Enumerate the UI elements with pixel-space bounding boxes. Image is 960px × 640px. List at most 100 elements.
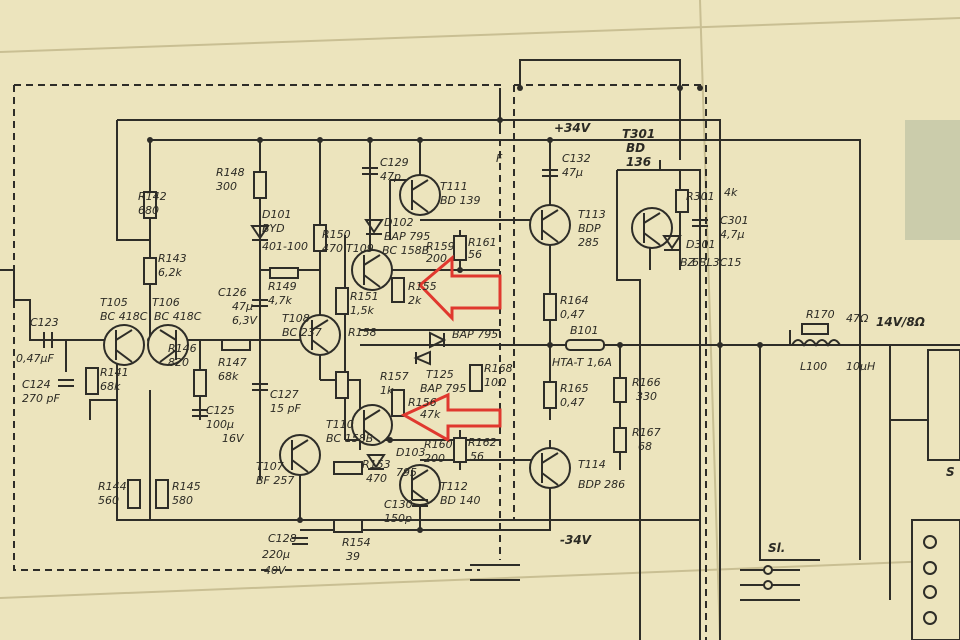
label-t105-1: BC 418C bbox=[100, 310, 148, 323]
label-d301-2: 6BL3C15 bbox=[692, 256, 741, 269]
label-c126-1: 47μ bbox=[232, 300, 253, 313]
speaker-label: S bbox=[946, 465, 955, 479]
label-r156-1: 47k bbox=[420, 408, 441, 421]
label-r156-0: R156 bbox=[408, 396, 437, 409]
label-r167-0: R167 bbox=[632, 426, 661, 439]
label-l100-0: L100 bbox=[800, 360, 827, 373]
label-r301-1: 4k bbox=[724, 186, 738, 199]
label-r143-1: 6,2k bbox=[158, 266, 182, 279]
label-c129-0: C129 bbox=[380, 156, 409, 169]
label-c125-2: 16V bbox=[222, 432, 245, 445]
paper-stain bbox=[905, 120, 960, 240]
label-r153-1: 470 bbox=[366, 472, 387, 485]
label-r159-1: 200 bbox=[426, 252, 447, 265]
label-t110-1: BC 158B bbox=[326, 432, 373, 445]
label-r145-0: R145 bbox=[172, 480, 201, 493]
label-d103-0: D103 bbox=[396, 446, 425, 459]
label-t114-0: T114 bbox=[578, 458, 606, 471]
label-r166-1: 330 bbox=[636, 390, 657, 403]
label-c125-1: 100μ bbox=[206, 418, 234, 431]
label-r141-1: 68k bbox=[100, 380, 121, 393]
fuse-and-inductor bbox=[565, 339, 841, 351]
label-c129-1: 47p bbox=[380, 170, 401, 183]
label-r161-1: 56 bbox=[468, 248, 482, 261]
label-r162-0: R162 bbox=[468, 436, 497, 449]
label-d102-1: BAP 795 bbox=[384, 230, 430, 243]
label-t108-1: BC 237 bbox=[282, 326, 322, 339]
label-d301-1: BZ bbox=[680, 256, 696, 269]
label-r170-1: 47Ω bbox=[846, 312, 869, 325]
label-c301-0: C301 bbox=[720, 214, 749, 227]
label-c124-1: 270 pF bbox=[22, 392, 60, 405]
label-c128-1: 220μ bbox=[262, 548, 290, 561]
label-r155-0: R155 bbox=[408, 280, 437, 293]
label-output-tag: 14V/8Ω bbox=[876, 315, 925, 329]
label-r157-1: 1k bbox=[380, 384, 394, 397]
label-t125-1: BAP 795 bbox=[420, 382, 466, 395]
label-b101-1: HTA-T 1,6A bbox=[552, 356, 612, 369]
label-t114-1: BDP 286 bbox=[578, 478, 625, 491]
label-c301-1: 4,7μ bbox=[720, 228, 745, 241]
label-t111-0: T111 bbox=[440, 180, 468, 193]
label-t301-1: BD bbox=[626, 141, 645, 155]
label-t113-0: T113 bbox=[578, 208, 606, 221]
label-d101-1: BYD bbox=[262, 222, 285, 235]
label-r141-0: R141 bbox=[100, 366, 129, 379]
label-r160-1: 200 bbox=[424, 452, 445, 465]
label-t301-2: 136 bbox=[626, 155, 651, 169]
label-c126-2: 6,3V bbox=[232, 314, 258, 327]
label-r150-1: 470 bbox=[322, 242, 343, 255]
label-t109-1: BC 158B bbox=[382, 244, 429, 257]
label-r144-1: 560 bbox=[98, 494, 119, 507]
label-c127-1: 15 pF bbox=[270, 402, 301, 415]
arrow-upper bbox=[417, 254, 502, 322]
transistors bbox=[103, 174, 673, 506]
transistor-t110 bbox=[351, 404, 393, 446]
label-r154-0: R154 bbox=[342, 536, 371, 549]
label-r161-0: R161 bbox=[468, 236, 497, 249]
label-r143-0: R143 bbox=[158, 252, 187, 265]
label-r166-0: R166 bbox=[632, 376, 661, 389]
label-c124-0: C124 bbox=[22, 378, 51, 391]
resistors bbox=[85, 171, 829, 533]
label-r151-1: 1,5k bbox=[350, 304, 374, 317]
label-l100-1: 10μH bbox=[846, 360, 875, 373]
arrow-lower bbox=[400, 392, 502, 443]
label-t113-1: BDP bbox=[578, 222, 601, 235]
highlight-arrows bbox=[400, 254, 502, 443]
label-d103-1: 795 bbox=[396, 466, 417, 479]
label-r167-1: 68 bbox=[638, 440, 652, 453]
transistor-t108 bbox=[299, 314, 341, 356]
label-c127-0: C127 bbox=[270, 388, 299, 401]
transistor-t109 bbox=[351, 249, 393, 291]
label-r148-1: 300 bbox=[216, 180, 237, 193]
label-t112-1: BD 140 bbox=[440, 494, 481, 507]
label-r147-0: R147 bbox=[218, 356, 247, 369]
label-r154-1: 39 bbox=[346, 550, 360, 563]
label-c130-1: 150p bbox=[384, 512, 412, 525]
transistor-t106 bbox=[147, 324, 189, 366]
transistor-t114 bbox=[529, 447, 571, 489]
label-r162-1: 56 bbox=[470, 450, 484, 463]
component-labels: R142 680 R143 6,2k R148 300 D101 BYD 401… bbox=[16, 127, 925, 577]
label-t107-0: T107 bbox=[256, 460, 284, 473]
label-c125-0: C125 bbox=[206, 404, 235, 417]
label-c130-0: C130 bbox=[384, 498, 413, 511]
label-c128-2: 40V bbox=[264, 564, 287, 577]
capacitors bbox=[43, 167, 708, 545]
label-c132-0: C132 bbox=[562, 152, 591, 165]
label-t106-1: BC 418C bbox=[154, 310, 202, 323]
label-r170-0: R170 bbox=[806, 308, 835, 321]
junctions bbox=[114, 85, 763, 533]
tap-f-label: F bbox=[496, 152, 503, 165]
label-t108-0: T108 bbox=[282, 312, 310, 325]
label-t109-0: T109 bbox=[346, 242, 374, 255]
label-r150-0: R150 bbox=[322, 228, 351, 241]
rail-positive: +34V bbox=[554, 121, 592, 135]
label-r165-0: R165 bbox=[560, 382, 589, 395]
label-r142-1: 680 bbox=[138, 204, 159, 217]
label-d101-2: 401-100 bbox=[262, 240, 308, 253]
label-c123-0: C123 bbox=[30, 316, 59, 329]
label-r146-0: R146 bbox=[168, 342, 197, 355]
